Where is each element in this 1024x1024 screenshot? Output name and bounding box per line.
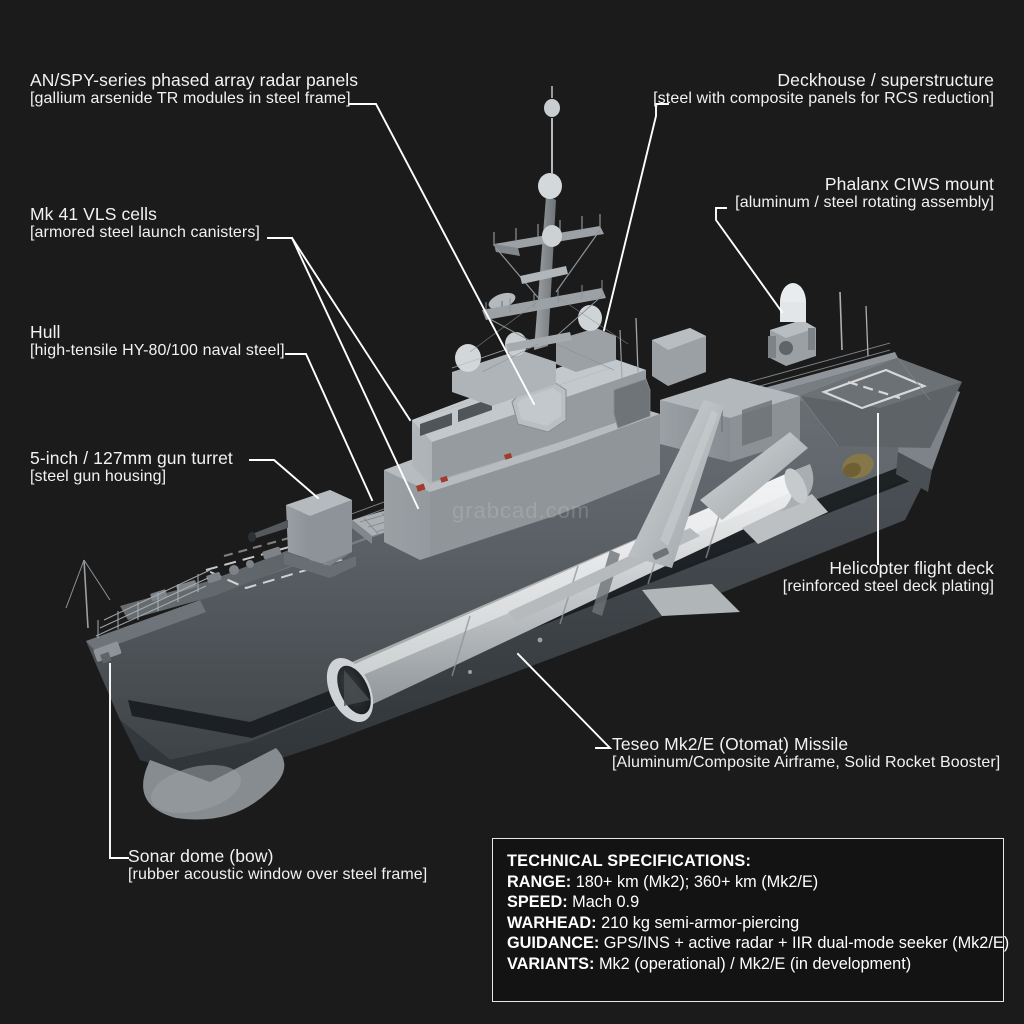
spec-row: VARIANTS: Mk2 (operational) / Mk2/E (in …: [507, 954, 1003, 975]
callout-subtitle: [armored steel launch canisters]: [30, 224, 260, 242]
callout-subtitle: [gallium arsenide TR modules in steel fr…: [30, 90, 351, 108]
callout-subtitle: [aluminum / steel rotating assembly]: [735, 194, 994, 212]
callout-subtitle: [Aluminum/Composite Airframe, Solid Rock…: [612, 754, 1001, 772]
spec-key: SPEED:: [507, 893, 568, 912]
spec-key: VARIANTS:: [507, 954, 595, 973]
callout-flight-deck: Helicopter flight deck [reinforced steel…: [783, 558, 994, 597]
callout-subtitle: [rubber acoustic window over steel frame…: [128, 866, 428, 884]
callout-title: Deckhouse / superstructure: [777, 70, 994, 90]
spec-row: RANGE: 180+ km (Mk2); 360+ km (Mk2/E): [507, 872, 1003, 893]
callout-subtitle: [high-tensile HY-80/100 naval steel]: [30, 342, 285, 360]
main-mast: [469, 86, 629, 373]
technical-specifications-box: TECHNICAL SPECIFICATIONS: RANGE: 180+ km…: [492, 838, 1009, 1002]
spec-row: WARHEAD: 210 kg semi-armor-piercing: [507, 913, 1003, 934]
callout-title: Phalanx CIWS mount: [824, 174, 994, 194]
spec-value: GPS/INS + active radar + IIR dual-mode s…: [599, 934, 1010, 953]
callout-title: AN/SPY-series phased array radar panels: [30, 70, 359, 90]
bow-anchor: [93, 641, 122, 664]
callout-radar-panels: AN/SPY-series phased array radar panels …: [30, 70, 358, 109]
phalanx-ciws: [768, 283, 816, 366]
spec-value: 210 kg semi-armor-piercing: [596, 913, 800, 932]
callout-subtitle: [steel with composite panels for RCS red…: [653, 90, 994, 108]
mast-radome: [538, 173, 562, 199]
specs-heading: TECHNICAL SPECIFICATIONS:: [507, 852, 752, 870]
bow-deck-equipment: [150, 546, 282, 602]
spec-row: SPEED: Mach 0.9: [507, 892, 1003, 913]
satcom-radome: [455, 344, 481, 372]
spec-value: 180+ km (Mk2); 360+ km (Mk2/E): [571, 872, 819, 891]
callout-deckhouse: Deckhouse / superstructure [steel with c…: [653, 70, 994, 109]
helicopter-flight-deck: [799, 357, 962, 479]
spec-value: Mach 0.9: [567, 893, 640, 912]
satcom-radome: [578, 305, 602, 331]
spec-value: Mk2 (operational) / Mk2/E (in developmen…: [594, 954, 912, 973]
mast-radome: [542, 225, 562, 247]
callout-title: Hull: [30, 322, 61, 342]
callout-title: Sonar dome (bow): [128, 846, 274, 866]
propeller: [842, 453, 874, 479]
callout-title: Mk 41 VLS cells: [30, 204, 157, 224]
spec-key: RANGE:: [507, 872, 572, 891]
callout-gun-turret: 5-inch / 127mm gun turret [steel gun hou…: [30, 448, 233, 487]
spec-key: GUIDANCE:: [507, 934, 600, 953]
callout-missile: Teseo Mk2/E (Otomat) Missile [Aluminum/C…: [612, 734, 1000, 773]
callout-title: Teseo Mk2/E (Otomat) Missile: [612, 734, 849, 754]
callout-title: Helicopter flight deck: [829, 558, 994, 578]
bow-railing: [95, 569, 211, 638]
callout-vls: Mk 41 VLS cells [armored steel launch ca…: [30, 204, 260, 243]
callout-ciws: Phalanx CIWS mount [aluminum / steel rot…: [735, 174, 994, 213]
watermark: grabcad.com: [452, 498, 590, 523]
callout-subtitle: [steel gun housing]: [30, 468, 167, 486]
teseo-missile: [326, 400, 828, 722]
deckhouse: [384, 292, 706, 560]
spec-key: WARHEAD:: [507, 913, 597, 932]
callout-sonar-dome: Sonar dome (bow) [rubber acoustic window…: [128, 846, 427, 885]
spec-row: GUIDANCE: GPS/INS + active radar + IIR d…: [507, 933, 1009, 954]
callout-title: 5-inch / 127mm gun turret: [30, 448, 233, 468]
callout-hull: Hull [high-tensile HY-80/100 naval steel…: [30, 322, 285, 361]
callout-subtitle: [reinforced steel deck plating]: [782, 578, 994, 596]
